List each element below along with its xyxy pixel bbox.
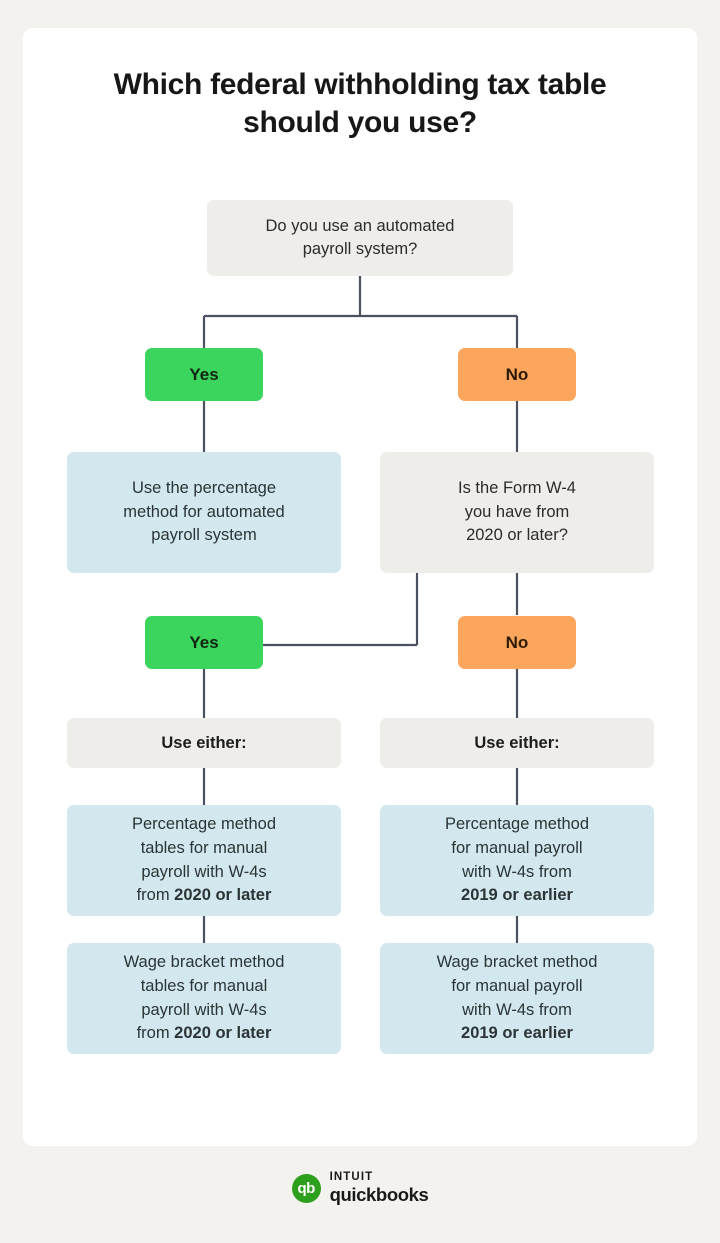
result-percentage-tables-2020: Percentage method tables for manual payr… xyxy=(67,805,341,916)
result-percentage-2019-line2: for manual payroll xyxy=(451,838,583,857)
question-automated-payroll: Do you use an automated payroll system? xyxy=(207,200,513,276)
answer-yes-automated[interactable]: Yes xyxy=(145,348,263,401)
label-use-either-left-text: Use either: xyxy=(161,733,247,752)
result-percentage-automated-line2: method for automated xyxy=(123,502,285,521)
result-wage-bracket-tables-2020-line1: Wage bracket method xyxy=(123,952,285,971)
result-percentage-2019: Percentage method for manual payroll wit… xyxy=(380,805,654,916)
answer-no-w4-2020[interactable]: No xyxy=(458,616,576,669)
page-title: Which federal withholding tax table shou… xyxy=(113,68,607,140)
answer-yes-w4-2020[interactable]: Yes xyxy=(145,616,263,669)
result-percentage-tables-2020-line4-bold: 2020 or later xyxy=(174,886,272,905)
question-automated-payroll-line2: payroll system? xyxy=(302,240,418,258)
quickbooks-logo-monogram: qb xyxy=(297,1179,316,1197)
result-percentage-tables-2020-line3: payroll with W-4s xyxy=(141,862,267,881)
result-percentage-automated: Use the percentage method for automated … xyxy=(67,452,341,573)
flowchart: Do you use an automated payroll system? … xyxy=(23,28,697,1146)
result-wage-bracket-tables-2020-line3: payroll with W-4s xyxy=(141,1000,267,1019)
result-percentage-tables-2020-line4-prefix: from xyxy=(136,886,175,905)
brand-footer: qb INTUIT quickbooks xyxy=(0,1171,720,1205)
result-wage-bracket-2019-line1: Wage bracket method xyxy=(436,952,598,971)
result-percentage-tables-2020-line4: from 2020 or later xyxy=(137,884,272,908)
label-use-either-left: Use either: xyxy=(67,718,341,768)
brand-intuit-text: INTUIT xyxy=(329,1171,374,1183)
result-wage-bracket-2019-line3: with W-4s from xyxy=(462,1000,572,1019)
result-percentage-automated-line1: Use the percentage xyxy=(131,478,276,497)
quickbooks-logo-icon: qb xyxy=(291,1173,321,1203)
answer-yes-automated-label: Yes xyxy=(189,364,219,384)
result-percentage-tables-2020-line2: tables for manual xyxy=(140,838,268,857)
answer-no-automated[interactable]: No xyxy=(458,348,576,401)
result-percentage-2019-line4-bold: 2019 or earlier xyxy=(461,886,573,905)
question-automated-payroll-line1: Do you use an automated xyxy=(265,216,455,235)
answer-no-automated-label: No xyxy=(505,364,529,384)
infographic-card: Which federal withholding tax table shou… xyxy=(23,28,697,1146)
answer-no-w4-2020-label: No xyxy=(505,632,529,652)
result-wage-bracket-tables-2020-line4-bold: 2020 or later xyxy=(174,1024,272,1043)
label-use-either-right: Use either: xyxy=(380,718,654,768)
brand-wordmark: INTUIT quickbooks xyxy=(329,1171,429,1205)
result-wage-bracket-tables-2020: Wage bracket method tables for manual pa… xyxy=(67,943,341,1054)
result-wage-bracket-2019: Wage bracket method for manual payroll w… xyxy=(380,943,654,1054)
result-wage-bracket-tables-2020-line4: from 2020 or later xyxy=(137,1022,272,1046)
question-form-w4-year-line3: 2020 or later? xyxy=(466,526,568,545)
brand-quickbooks-text: quickbooks xyxy=(329,1183,429,1205)
result-percentage-tables-2020-line1: Percentage method xyxy=(131,814,276,833)
answer-yes-w4-2020-label: Yes xyxy=(189,632,219,652)
question-form-w4-year: Is the Form W-4 you have from 2020 or la… xyxy=(380,452,654,573)
question-form-w4-year-line2: you have from xyxy=(464,502,570,521)
result-percentage-2019-line1: Percentage method xyxy=(444,814,589,833)
question-form-w4-year-line1: Is the Form W-4 xyxy=(458,479,576,498)
result-wage-bracket-tables-2020-line4-prefix: from xyxy=(136,1024,175,1043)
result-wage-bracket-2019-line2: for manual payroll xyxy=(451,976,583,995)
label-use-either-right-text: Use either: xyxy=(474,733,560,752)
result-wage-bracket-2019-line4-bold: 2019 or earlier xyxy=(461,1024,573,1043)
result-percentage-2019-line3: with W-4s from xyxy=(462,862,572,881)
result-percentage-automated-line3: payroll system xyxy=(151,526,257,545)
result-wage-bracket-tables-2020-line2: tables for manual xyxy=(140,976,268,995)
